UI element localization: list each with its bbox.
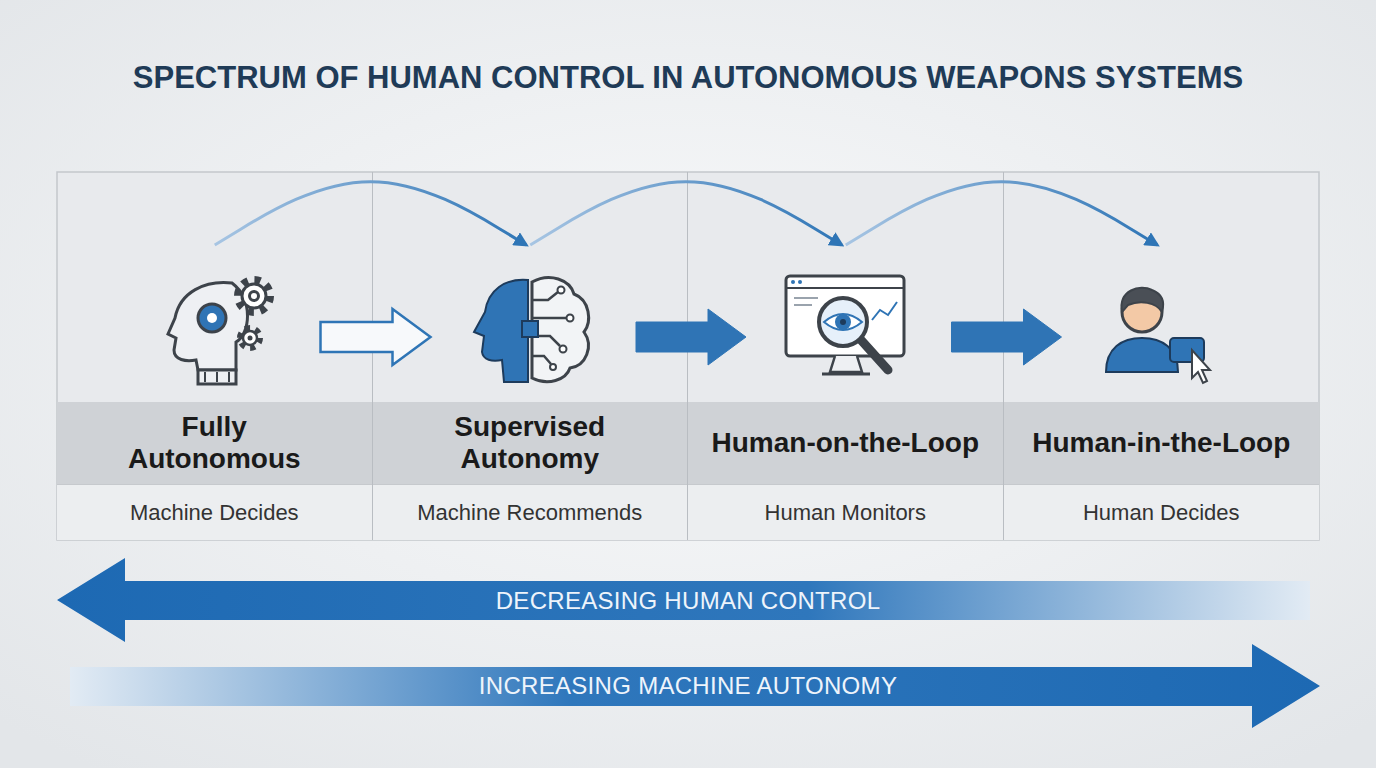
- stage-description: Machine Recommends: [417, 500, 642, 526]
- monitor-stand: [830, 356, 862, 372]
- neck-stripe: [228, 372, 230, 382]
- label-band: Human-on-the-Loop: [688, 402, 1003, 484]
- human-operator-icon: [1106, 288, 1210, 383]
- brain-outline: [532, 278, 589, 382]
- curved-arrow: [215, 182, 527, 245]
- gear-body: [243, 331, 257, 345]
- circuit-trace: [532, 356, 551, 364]
- robot-neck: [198, 370, 236, 384]
- stage-description: Machine Decides: [130, 500, 299, 526]
- stage-column: Human-in-the-LoopHuman Decides: [1004, 172, 1320, 540]
- gear-hub: [250, 292, 259, 301]
- stage-name: Human-on-the-Loop: [712, 427, 980, 459]
- stage-description: Human Monitors: [765, 500, 926, 526]
- eye-iris: [835, 314, 851, 330]
- eye-pupil: [840, 319, 846, 325]
- circuit-trace: [532, 292, 558, 300]
- stage-column: Supervised AutonomyMachine Recommends: [373, 172, 689, 540]
- robot-head-icon: [168, 280, 270, 384]
- monitor-base: [822, 373, 870, 376]
- stage-name: Supervised Autonomy: [420, 411, 640, 475]
- label-band: Fully Autonomous: [57, 402, 372, 484]
- decreasing-arrow: [57, 558, 1310, 642]
- description-band: Machine Decides: [57, 484, 372, 540]
- human-machine-brain-icon: [474, 278, 589, 382]
- label-band: Supervised Autonomy: [373, 402, 688, 484]
- gear-body: [242, 284, 266, 308]
- chip: [522, 321, 538, 337]
- description-band: Human Decides: [1004, 484, 1320, 540]
- screen-graph: [872, 302, 897, 320]
- eye-shape: [824, 314, 862, 330]
- person-body: [1106, 338, 1178, 372]
- magnifier-handle: [861, 340, 888, 370]
- stage-column: Fully AutonomousMachine Decides: [57, 172, 373, 540]
- circuit-node: [550, 364, 556, 370]
- gear-teeth: [240, 328, 260, 348]
- screen-line: [794, 304, 812, 306]
- increasing-arrow: [70, 644, 1320, 728]
- circuit-node: [567, 315, 574, 322]
- panel-frame: [57, 172, 1319, 540]
- stage-description: Human Decides: [1083, 500, 1240, 526]
- circuit-node: [560, 346, 567, 353]
- axis-label: INCREASING MACHINE AUTONOMY: [479, 672, 897, 700]
- label-band: Human-in-the-Loop: [1004, 402, 1320, 484]
- stage-column: Human-on-the-LoopHuman Monitors: [688, 172, 1004, 540]
- description-band: Machine Recommends: [373, 484, 688, 540]
- curved-arrow: [846, 182, 1158, 245]
- block-arrow: [636, 309, 746, 365]
- circuit-trace: [532, 317, 566, 320]
- axis-label: DECREASING HUMAN CONTROL: [496, 587, 881, 615]
- description-band: Human Monitors: [688, 484, 1003, 540]
- gear-hub: [248, 336, 253, 341]
- robot-eye-core: [207, 313, 217, 323]
- block-arrow: [321, 309, 431, 365]
- block-arrow: [952, 309, 1062, 365]
- monitor-screen: [786, 276, 904, 356]
- window-dot: [798, 280, 802, 284]
- human-profile: [474, 280, 528, 382]
- curved-arrow: [530, 182, 842, 245]
- robot-eye: [198, 304, 226, 332]
- stage-name: Fully Autonomous: [114, 411, 314, 475]
- stage-name: Human-in-the-Loop: [1032, 427, 1290, 459]
- magnifier-lens: [819, 298, 867, 346]
- circuit-node: [558, 287, 565, 294]
- screen-line: [794, 297, 818, 299]
- diagram-title: SPECTRUM OF HUMAN CONTROL IN AUTONOMOUS …: [0, 60, 1376, 96]
- neck-stripe: [216, 372, 218, 382]
- mouse-cursor: [1192, 350, 1210, 383]
- window-dot: [791, 280, 795, 284]
- monitoring-screen-icon: [786, 276, 904, 374]
- window-bar: [786, 287, 904, 289]
- gear-teeth: [238, 280, 270, 312]
- person-hair: [1122, 288, 1164, 312]
- neck-stripe: [204, 372, 206, 382]
